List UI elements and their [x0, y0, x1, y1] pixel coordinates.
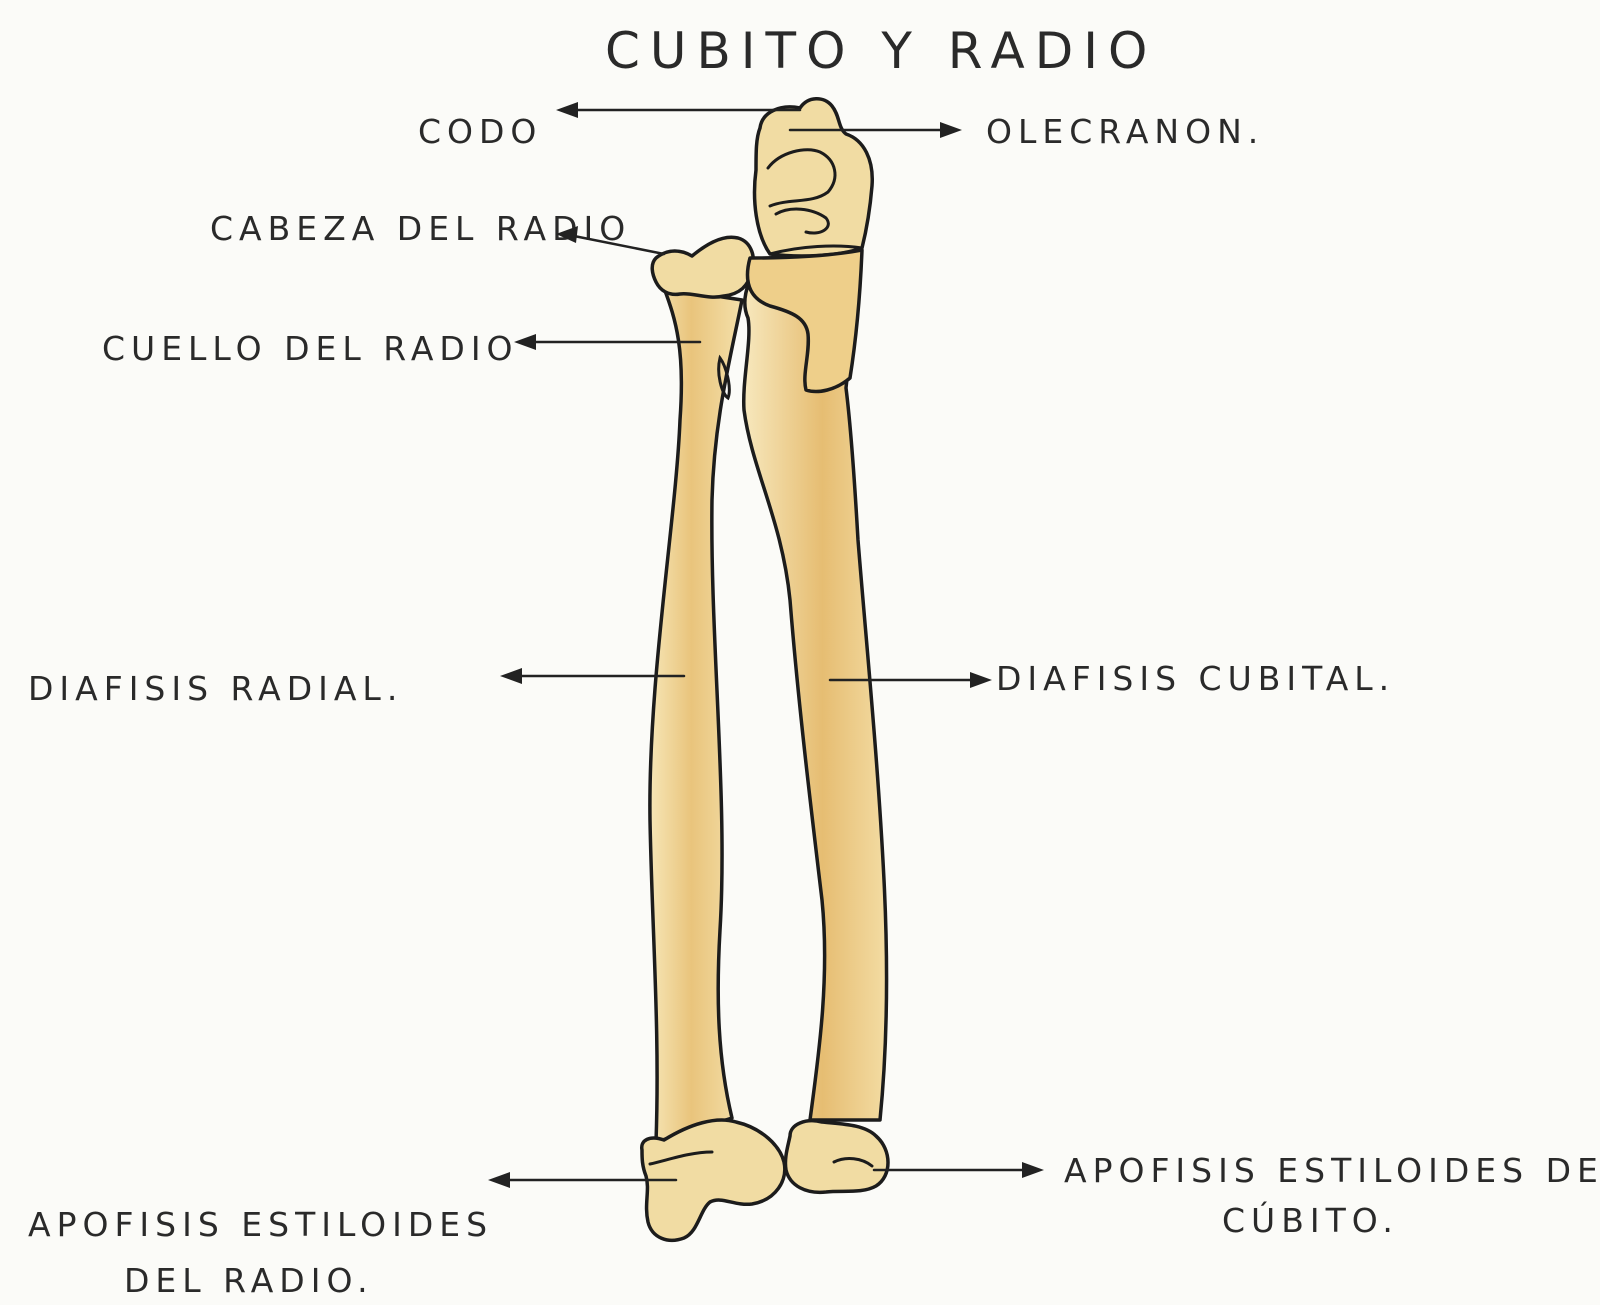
label-olecranon: OLECRANON. [788, 112, 1264, 151]
arrowhead-apofisis-radio [488, 1172, 510, 1188]
radius-bone [640, 235, 787, 1243]
label-apofisis-radio-line2: DEL RADIO. [124, 1261, 374, 1300]
arrowhead-cuello-del-radio [514, 334, 536, 350]
radius-distal-end [640, 1118, 787, 1243]
ulna-distal-end [783, 1119, 890, 1195]
label-diafisis-radial-text: DIAFISIS RADIAL. [28, 669, 403, 708]
label-cuello-del-radio: CUELLO DEL RADIO [102, 329, 702, 368]
label-apofisis-cubito: APOFISIS ESTILOIDES DEL CÚBITO. [872, 1151, 1600, 1240]
label-apofisis-cubito-line2: CÚBITO. [1222, 1200, 1399, 1240]
label-cabeza-del-radio: CABEZA DEL RADIO [210, 209, 666, 256]
label-codo: CODO [418, 102, 802, 151]
label-diafisis-cubital: DIAFISIS CUBITAL. [828, 659, 1395, 698]
arrowhead-diafisis-cubital [970, 672, 992, 688]
label-codo-text: CODO [418, 112, 542, 151]
arrowhead-diafisis-radial [500, 668, 522, 684]
arrowhead-cabeza-del-radio [556, 226, 578, 243]
label-apofisis-cubito-line1: APOFISIS ESTILOIDES DEL [1064, 1151, 1600, 1190]
diagram-title: CUBITO Y RADIO [605, 22, 1157, 80]
label-cabeza-del-radio-text: CABEZA DEL RADIO [210, 209, 631, 248]
arrowhead-olecranon [940, 122, 962, 138]
label-diafisis-cubital-text: DIAFISIS CUBITAL. [996, 659, 1395, 698]
olecranon [752, 97, 874, 258]
label-apofisis-radio: APOFISIS ESTILOIDES DEL RADIO. [28, 1172, 678, 1300]
arrowhead-codo [556, 102, 578, 118]
ulna-bone [741, 97, 890, 1195]
label-olecranon-text: OLECRANON. [986, 112, 1264, 151]
radial-tuberosity [717, 354, 731, 401]
label-apofisis-radio-line1: APOFISIS ESTILOIDES [28, 1205, 493, 1244]
label-diafisis-radial: DIAFISIS RADIAL. [28, 668, 686, 708]
leader-cabeza-del-radio [572, 234, 666, 256]
ulna-coronoid [745, 248, 864, 394]
label-cuello-del-radio-text: CUELLO DEL RADIO [102, 329, 519, 368]
arrowhead-apofisis-cubito [1022, 1162, 1044, 1178]
radius-head [650, 235, 756, 299]
